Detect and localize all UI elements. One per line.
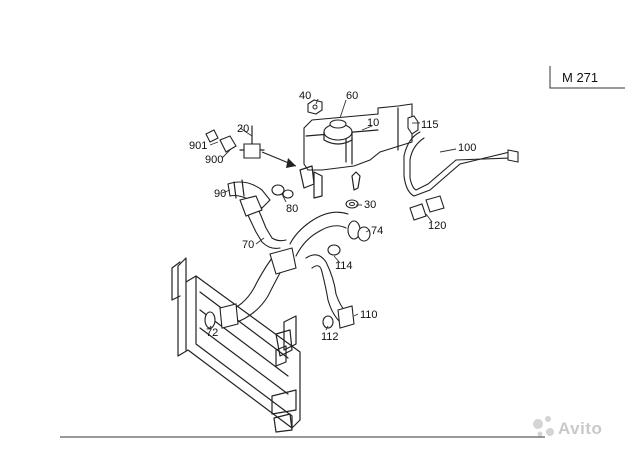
callout-40: 40 [299, 90, 311, 102]
callout-10: 10 [367, 117, 379, 129]
callout-70: 70 [242, 239, 254, 251]
clamp-80 [271, 184, 294, 199]
engine-code-box: M 271 [549, 66, 625, 89]
hose-110 [305, 244, 355, 329]
watermark-dot-icon [546, 428, 554, 436]
callout-100: 100 [458, 142, 476, 154]
radiator [171, 257, 301, 433]
watermark-dot-icon [537, 431, 543, 437]
callout-30: 30 [364, 199, 376, 211]
seal-ring-30 [345, 199, 359, 209]
expansion-tank [299, 103, 413, 199]
tank-cap [323, 119, 353, 145]
clip-parts [205, 129, 237, 153]
leader-lines [209, 98, 457, 331]
hex-nut [307, 99, 323, 115]
watermark-dot-icon [545, 416, 551, 422]
line-100 [403, 131, 519, 197]
callout-900: 900 [205, 154, 223, 166]
callout-20: 20 [237, 123, 249, 135]
watermark-dot-icon [533, 419, 543, 429]
callout-labels: 40 60 10 115 20 901 900 100 90 80 30 74 … [189, 90, 476, 343]
callout-90: 90 [214, 188, 226, 200]
callout-72: 72 [206, 327, 218, 339]
watermark: Avito [533, 416, 602, 438]
callout-112: 112 [321, 331, 339, 343]
callout-80: 80 [286, 203, 298, 215]
callout-110: 110 [360, 309, 378, 321]
callout-114: 114 [335, 260, 353, 272]
callout-115: 115 [421, 119, 439, 131]
level-sensor [407, 115, 419, 135]
hose-70 [239, 195, 287, 249]
clip-120 [409, 195, 445, 221]
engine-code: M 271 [562, 70, 598, 85]
watermark-text: Avito [558, 419, 602, 438]
callout-60: 60 [346, 90, 358, 102]
callout-74: 74 [371, 225, 383, 237]
callout-901: 901 [189, 140, 207, 152]
hose-72 [204, 247, 297, 329]
hose-90 [227, 179, 271, 209]
assembly-arrow [261, 151, 297, 168]
hose-74 [289, 211, 371, 257]
callout-120: 120 [428, 220, 446, 232]
